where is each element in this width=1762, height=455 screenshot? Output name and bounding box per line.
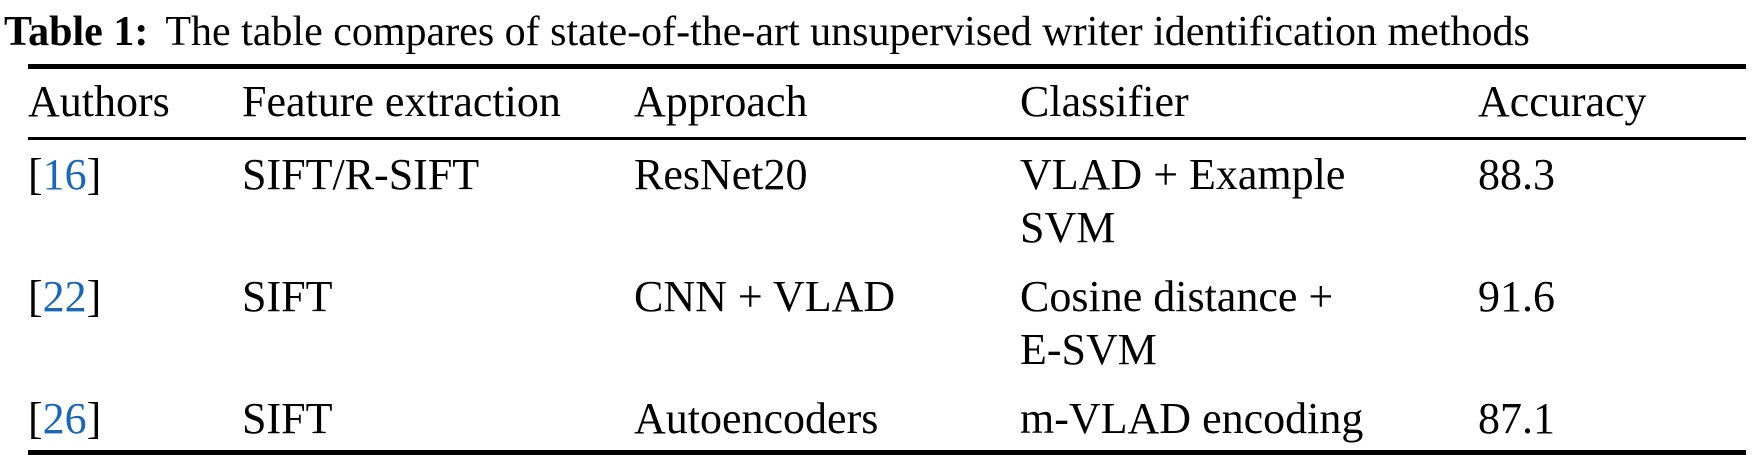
table-caption: Table 1: The table compares of state-of-t… xyxy=(0,0,1762,64)
classifier-cell: Cosine distance + E-SVM xyxy=(1020,262,1478,384)
feature-extraction-cell: SIFT/R-SIFT xyxy=(242,150,480,199)
accuracy-cell: 91.6 xyxy=(1478,272,1555,321)
citation-bracket-close: ] xyxy=(86,394,102,443)
citation-bracket-open: [ xyxy=(28,150,43,199)
citation-bracket-open: [ xyxy=(28,394,43,443)
classifier-line: VLAD + Example xyxy=(1020,150,1346,199)
col-header-approach: Approach xyxy=(634,64,1020,140)
classifier-line: m-VLAD encoding xyxy=(1020,394,1364,443)
accuracy-cell: 88.3 xyxy=(1478,150,1555,199)
feature-extraction-cell: SIFT xyxy=(242,384,634,455)
classifier-line: SVM xyxy=(1020,203,1116,252)
citation-bracket-open: [ xyxy=(28,272,43,321)
table-row: [22] SIFT CNN + VLAD Cosine distance + E… xyxy=(28,262,1746,384)
col-header-classifier: Classifier xyxy=(1020,64,1478,140)
methods-comparison-table: Authors Feature extraction Approach Clas… xyxy=(28,64,1746,455)
accuracy-cell: 87.1 xyxy=(1478,384,1746,455)
classifier-cell: VLAD + Example SVM xyxy=(1020,139,1478,263)
citation-link[interactable]: 26 xyxy=(42,394,87,443)
authors-cell: [26] xyxy=(28,384,242,455)
table-body: [16] SIFT/R-SIFT ResNet20 VLAD + Example… xyxy=(28,139,1746,455)
header-row: Authors Feature extraction Approach Clas… xyxy=(28,64,1746,140)
table-caption-label: Table 1: xyxy=(4,9,149,55)
table-header: Authors Feature extraction Approach Clas… xyxy=(28,64,1746,140)
col-header-authors: Authors xyxy=(28,64,242,140)
table-row: [16] SIFT/R-SIFT ResNet20 VLAD + Example… xyxy=(28,139,1746,263)
approach-cell: ResNet20 xyxy=(634,150,808,199)
feature-extraction-cell: SIFT xyxy=(242,272,333,321)
col-header-accuracy: Accuracy xyxy=(1478,64,1746,140)
authors-cell: [22] xyxy=(28,262,242,384)
approach-cell: Autoencoders xyxy=(634,384,1020,455)
classifier-line: E-SVM xyxy=(1020,325,1157,374)
approach-cell: CNN + VLAD xyxy=(634,272,896,321)
citation-link[interactable]: 16 xyxy=(42,150,87,199)
col-header-feature-extraction: Feature extraction xyxy=(242,64,634,140)
table-caption-text: The table compares of state-of-the-art u… xyxy=(165,9,1530,55)
citation-bracket-close: ] xyxy=(86,272,102,321)
classifier-line: Cosine distance + xyxy=(1020,272,1334,321)
classifier-cell: m-VLAD encoding xyxy=(1020,384,1478,455)
citation-link[interactable]: 22 xyxy=(42,272,87,321)
citation-bracket-close: ] xyxy=(86,150,102,199)
table-row: [26] SIFT Autoencoders m-VLAD encoding 8… xyxy=(28,384,1746,455)
authors-cell: [16] xyxy=(28,139,242,263)
